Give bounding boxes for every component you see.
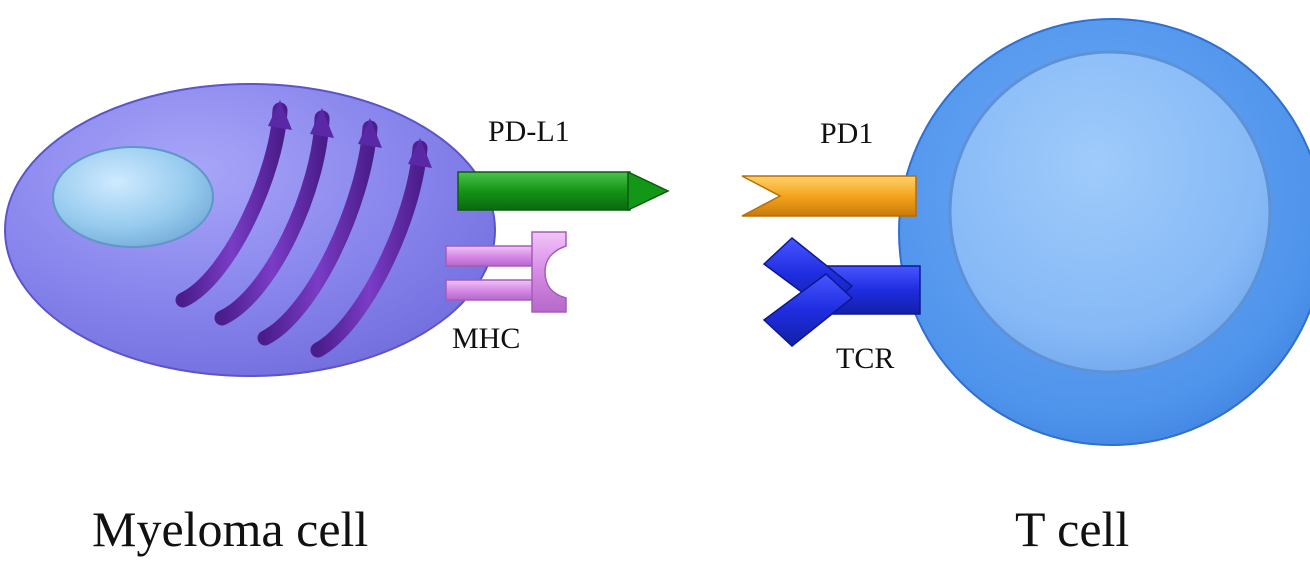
myeloma-cell bbox=[4, 83, 496, 377]
er-fold-3 bbox=[257, 120, 378, 346]
mhc-bar-top bbox=[445, 245, 543, 267]
mhc-bar-bottom bbox=[445, 279, 543, 301]
mhc-cup bbox=[531, 231, 567, 313]
t-cell-label: T cell bbox=[1015, 501, 1130, 557]
tcr-label: TCR bbox=[836, 342, 895, 375]
t-cell-nucleus bbox=[948, 50, 1272, 374]
myeloma-nucleus bbox=[52, 146, 214, 248]
er-fold-4 bbox=[310, 140, 428, 358]
pdl1-shaft bbox=[457, 171, 631, 211]
tcr-icon bbox=[762, 237, 921, 347]
tcr-arm-lower bbox=[762, 273, 854, 347]
er-fold-1 bbox=[175, 102, 288, 308]
t-cell bbox=[898, 18, 1310, 446]
er-arrowheads bbox=[268, 100, 432, 168]
pdl1-label: PD-L1 bbox=[488, 115, 570, 148]
er-arrowhead-1 bbox=[268, 100, 292, 130]
myeloma-cell-label: Myeloma cell bbox=[92, 501, 369, 557]
er-fold-2 bbox=[214, 110, 330, 326]
er-arrowhead-4 bbox=[408, 138, 432, 168]
mhc-label: MHC bbox=[452, 322, 521, 355]
er-arrowhead-3 bbox=[358, 118, 382, 148]
pdl1-icon bbox=[457, 170, 670, 212]
pdl1-head bbox=[627, 170, 670, 212]
er-arrowhead-2 bbox=[310, 108, 334, 138]
endoplasmic-reticulum-folds bbox=[175, 102, 428, 358]
pd1-receptor bbox=[741, 175, 917, 217]
pd1-icon bbox=[741, 175, 917, 217]
pd1-label: PD1 bbox=[820, 117, 874, 150]
mhc-icon bbox=[445, 231, 567, 313]
